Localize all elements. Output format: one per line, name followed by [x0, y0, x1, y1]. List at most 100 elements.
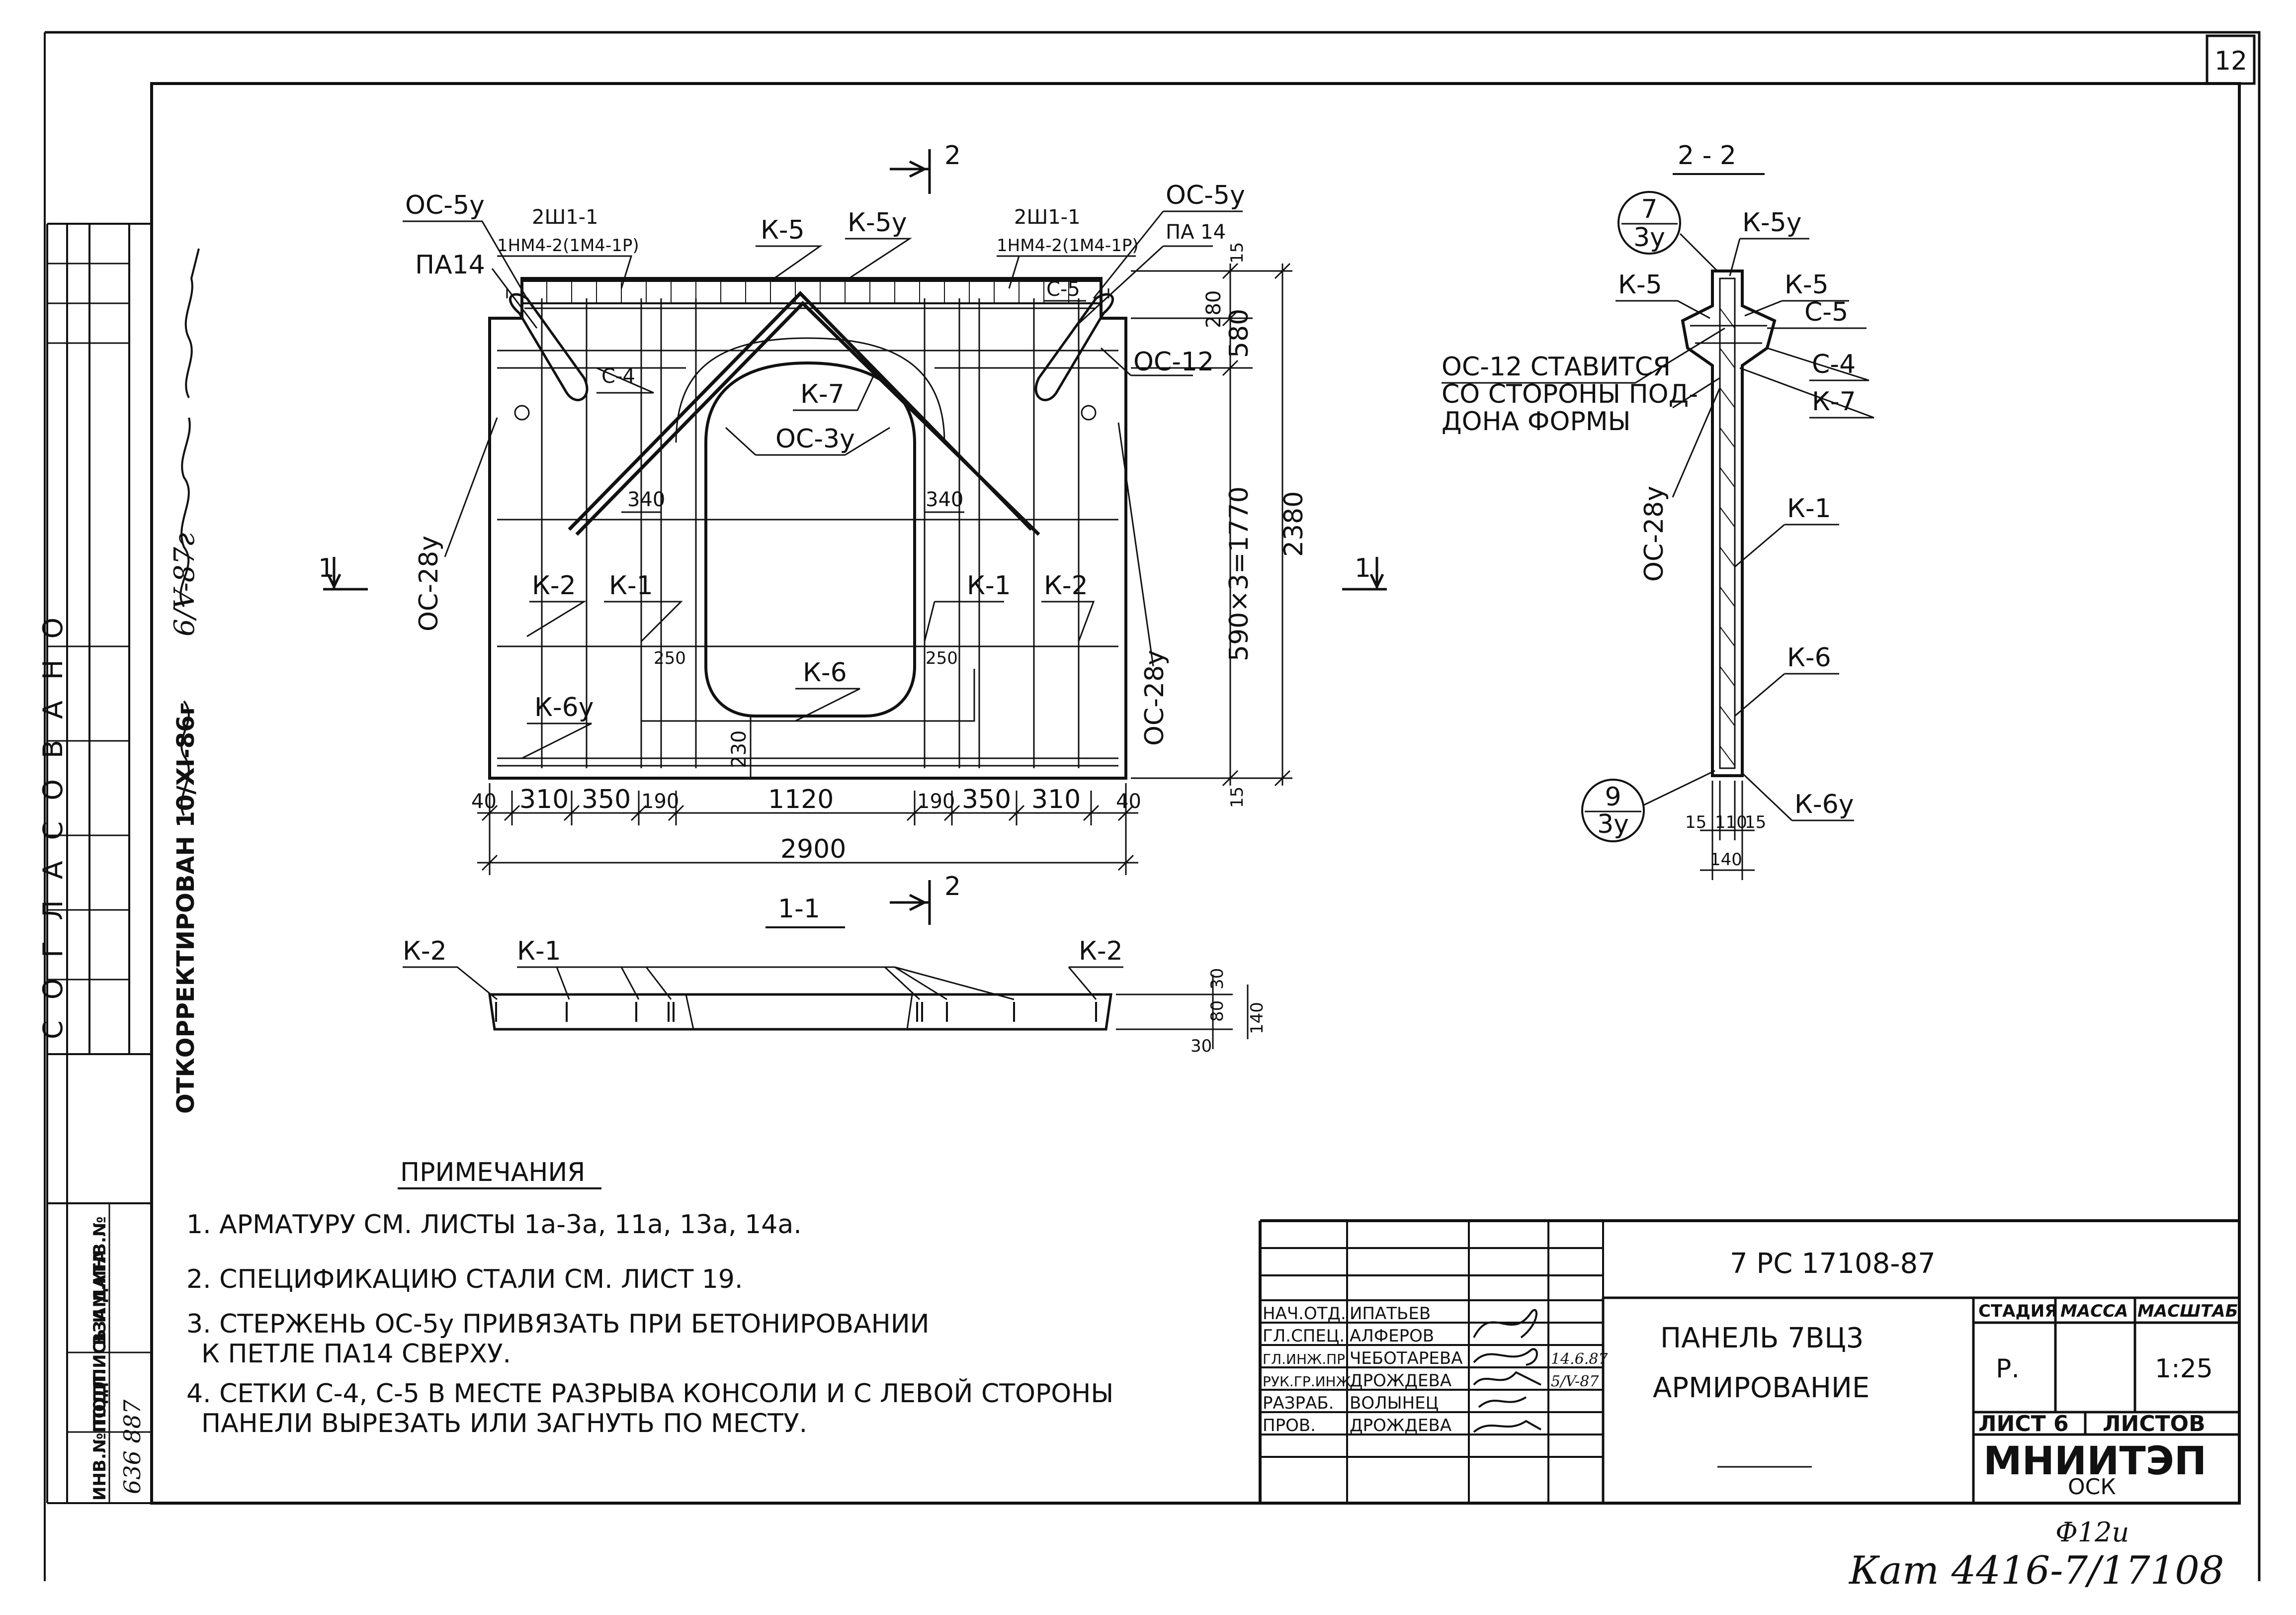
dim-340-right: 340 [926, 488, 963, 511]
sheet-label: ЛИСТ 6 [1978, 1411, 2069, 1436]
section-11-label-k2-left: К-2 [403, 936, 447, 966]
section-22-label-k7: К-7 [1812, 387, 1856, 417]
callout-top-num: 7 [1641, 194, 1657, 224]
scale-label: МАСШТАБ [2137, 1301, 2238, 1321]
side-stamp: СОГЛАСОВАНО ОТКОРРЕКТИРОВАН 10/XI-86г 6/… [37, 223, 201, 1504]
section-11-label-k1: К-1 [517, 936, 561, 966]
section-mark-1-right [1342, 557, 1387, 591]
dim-280: 280 [1202, 290, 1225, 328]
note-3-line2: К ПЕТЛЕ ПА14 СВЕРХУ. [201, 1339, 511, 1369]
inv-orig-label: ИНВ.№ПОДЛ. [90, 1369, 110, 1501]
name-3: ДРОЖДЕВА [1350, 1371, 1451, 1391]
signature-scribble-side [179, 248, 200, 816]
dim-580: 580 [1224, 309, 1254, 358]
dim-340-left: 340 [627, 488, 665, 511]
outer-frame [44, 31, 2261, 1581]
dim-bottom-2: 350 [582, 785, 631, 814]
label-os5y-left: ОС-5у [405, 190, 485, 220]
callout-9-3y: 9 3у [1581, 770, 1715, 842]
loop-os5y-left [509, 293, 589, 401]
note-2: 2. СПЕЦИФИКАЦИЮ СТАЛИ СМ. ЛИСТ 19. [186, 1264, 743, 1294]
section-mark-1-right-label: 1 [1355, 553, 1371, 583]
label-k6: К-6 [803, 658, 847, 688]
section-22-dim-15-left: 15 [1685, 812, 1706, 832]
section-22-outline [1681, 269, 1777, 777]
role-0: НАЧ.ОТД. [1263, 1304, 1346, 1324]
label-k1-left: К-1 [609, 571, 653, 601]
role-3: РУК.ГР.ИНЖ. [1263, 1373, 1356, 1390]
name-5: ДРОЖДЕВА [1350, 1416, 1451, 1436]
section-22-label-k6y: К-6у [1794, 790, 1854, 819]
callout-7-3y: 7 3у [1617, 191, 1718, 272]
section-22-label-k5y: К-5у [1742, 208, 1802, 238]
drawing-subject: АРМИРОВАНИЕ [1653, 1372, 1870, 1404]
label-os28y-left: ОС-28у [414, 536, 444, 631]
section-22-note-line2: СО СТОРОНЫ ПОД- [1442, 379, 1698, 409]
dim-total: 2900 [780, 834, 846, 864]
scale-value: 1:25 [2155, 1354, 2213, 1384]
dim-bottom-7: 310 [1031, 785, 1081, 814]
section-11-title: 1-1 [778, 894, 820, 924]
corrected-stamp: ОТКОРРЕКТИРОВАН 10/XI-86г [172, 703, 200, 1114]
section-11-dim-30-top: 30 [1207, 968, 1227, 989]
label-k6y: К-6у [534, 693, 594, 722]
diagonal-bar-os3y [568, 290, 1040, 536]
mass-label: МАССА [2060, 1301, 2128, 1321]
section-22-note-line1: ОС-12 СТАВИТСЯ [1442, 352, 1671, 382]
label-k2-right: К-2 [1044, 571, 1088, 601]
role-1: ГЛ.СПЕЦ. [1263, 1326, 1345, 1346]
dim-bottom-8: 40 [1116, 790, 1141, 813]
section-22-label-k5-right: К-5 [1785, 270, 1829, 300]
callout-top-den: 3у [1633, 223, 1665, 253]
note-4-line2: ПАНЕЛИ ВЫРЕЗАТЬ ИЛИ ЗАГНУТЬ ПО МЕСТУ. [201, 1409, 807, 1438]
section-mark-1-left-label: 1 [318, 553, 335, 583]
inv-repl-label: ВЗАМ.ИНВ.№ [90, 1216, 110, 1346]
notes-title: ПРИМЕЧАНИЯ [400, 1158, 585, 1187]
section-22-dim-110: 110 [1715, 812, 1747, 832]
opening [704, 361, 916, 718]
product-name: ПАНЕЛЬ 7ВЦ3 [1660, 1322, 1864, 1354]
section-22-label-k6: К-6 [1787, 643, 1831, 673]
sheet-number-box: 12 [2206, 34, 2256, 85]
dim-250-left: 250 [654, 648, 686, 668]
section-11-dim-80: 80 [1207, 1000, 1227, 1022]
section-mark-2-top-label: 2 [944, 141, 961, 171]
label-sh-right-a: 2Ш1-1 [1014, 206, 1081, 229]
section-22-dim-140: 140 [1710, 850, 1742, 870]
label-c4: С-4 [601, 365, 635, 388]
label-k7: К-7 [800, 379, 845, 409]
label-c5: С-5 [1046, 278, 1080, 301]
section-22-label-os28y: ОС-28у [1639, 486, 1669, 582]
label-os28y-right: ОС-28у [1140, 650, 1170, 746]
section-2-2: 2 - 2 7 3у 9 3у К-5у К-5 К-5 С-5 С-4 К-7 [1442, 141, 1874, 880]
archive-number: Кат 4416-7/17108 [1848, 1548, 2224, 1593]
dim-bottom-5: 190 [917, 790, 955, 813]
section-mark-1-left [323, 557, 368, 591]
lifting-hole-left [514, 405, 530, 421]
role-5: ПРОВ. [1263, 1416, 1316, 1436]
dim-bottom-1: 310 [519, 785, 569, 814]
label-pa14-right: ПА 14 [1166, 221, 1226, 244]
dim-15-top: 15 [1227, 242, 1247, 264]
format-code: Ф12и [2055, 1517, 2129, 1548]
section-22-label-k5-left: К-5 [1618, 270, 1662, 300]
section-mark-2-bottom-label: 2 [944, 872, 961, 901]
section-22-note-line3: ДОНА ФОРМЫ [1442, 407, 1631, 437]
section-11-outline [488, 993, 1112, 1031]
section-22-label-k1: К-1 [1787, 494, 1831, 524]
section-11-label-k2-right: К-2 [1079, 936, 1123, 966]
dim-bottom-6: 350 [962, 785, 1011, 814]
footer: Ф12и Кат 4416-7/17108 [1848, 1517, 2224, 1593]
date-2: 14.6.87 [1551, 1350, 1608, 1368]
callout-bot-num: 9 [1605, 782, 1621, 812]
section-22-title: 2 - 2 [1678, 141, 1736, 171]
label-os3y: ОС-3у [775, 424, 855, 454]
name-0: ИПАТЬЕВ [1350, 1304, 1431, 1324]
signatures [1473, 1309, 1541, 1433]
org-name: МНИИТЭП [1983, 1439, 2207, 1484]
title-block: 7 РС 17108-87 ПАНЕЛЬ 7ВЦ3 АРМИРОВАНИЕ СТ… [1259, 1219, 2239, 1503]
dim-15-bot: 15 [1227, 787, 1247, 808]
note-1: 1. АРМАТУРУ СМ. ЛИСТЫ 1а-3а, 11а, 13а, 1… [186, 1210, 802, 1240]
dim-bottom-3: 190 [641, 790, 679, 813]
